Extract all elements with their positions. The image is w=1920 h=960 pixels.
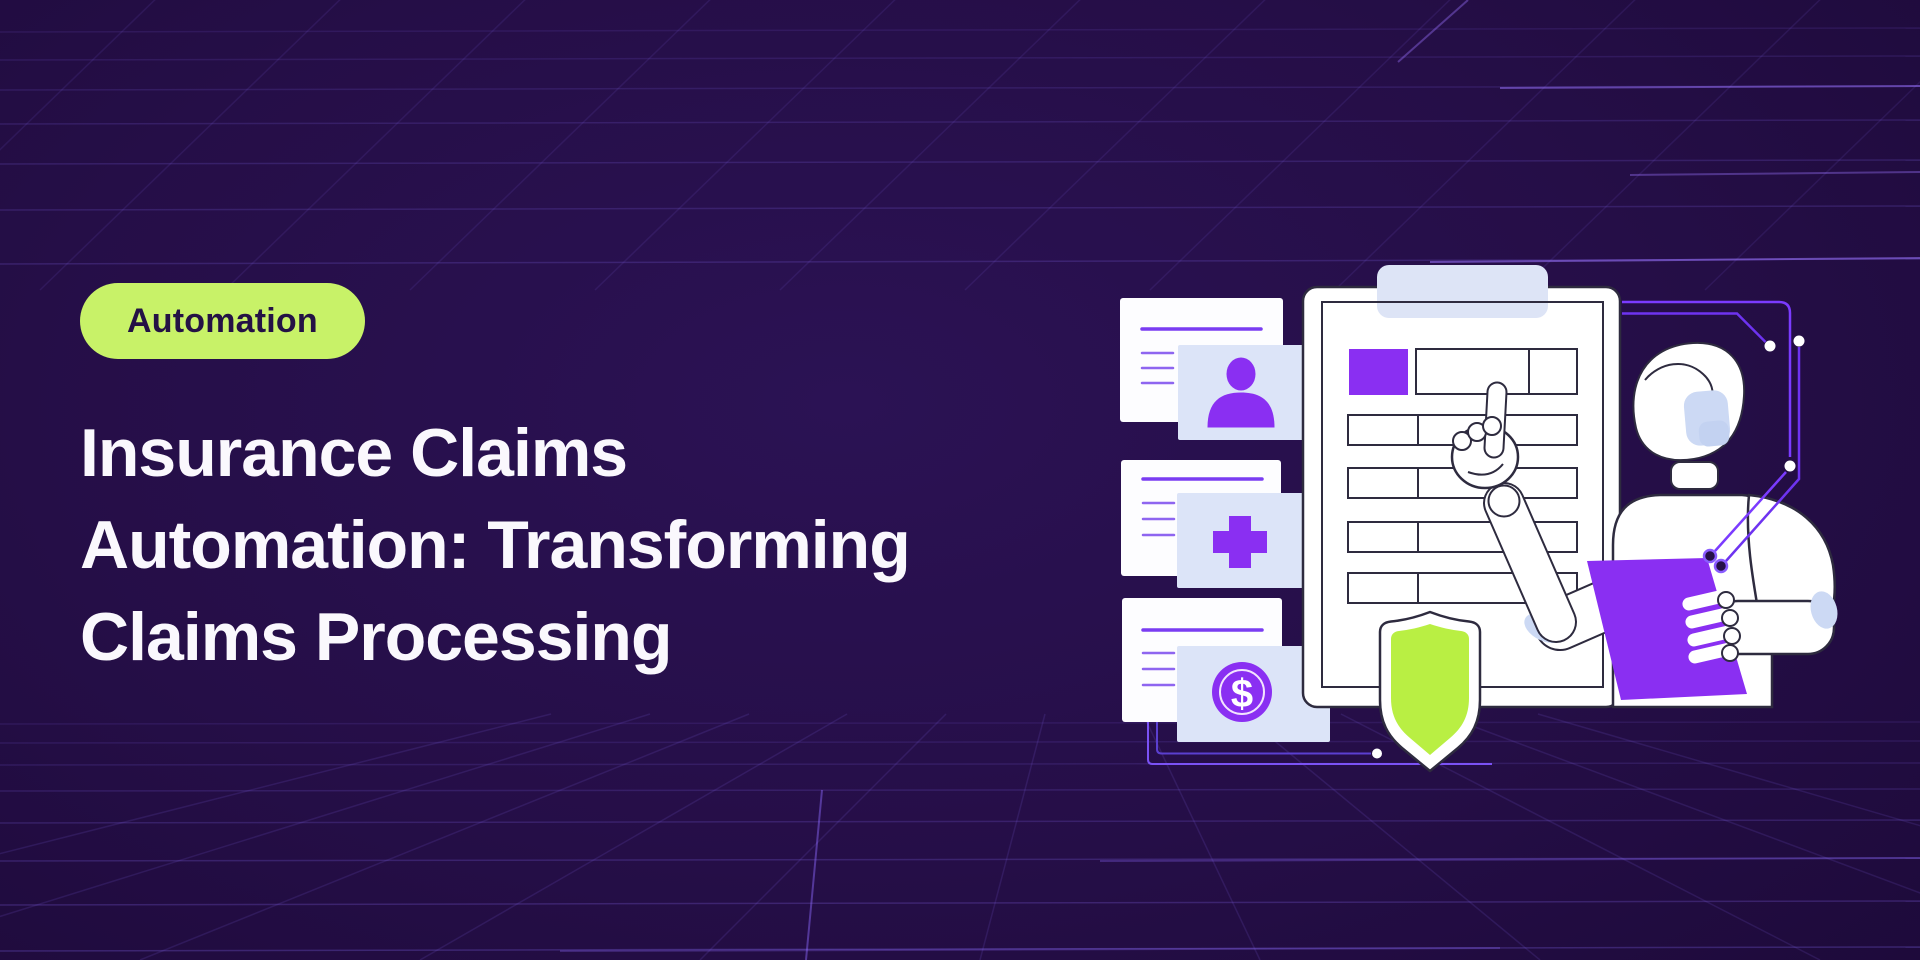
circuit-lines — [1622, 300, 1805, 574]
robot-figure — [1534, 341, 1838, 709]
card-connector-lines — [1147, 720, 1492, 765]
elbow-shadow — [1810, 591, 1838, 629]
medical-record-card — [1121, 460, 1305, 588]
circuit-node — [1702, 548, 1718, 564]
medical-plus-icon — [1213, 516, 1267, 568]
robot-pointing-hand — [1450, 381, 1577, 644]
page-title: Insurance Claims Automation: Transformin… — [80, 407, 1130, 683]
robot-head — [1632, 341, 1746, 462]
clipboard-clip — [1377, 265, 1548, 318]
circuit-node — [1713, 558, 1729, 574]
robot-neck — [1670, 461, 1719, 490]
document-cards: $ — [1120, 298, 1330, 742]
title-line-1: Insurance Claims — [80, 415, 628, 491]
checked-box — [1349, 349, 1408, 395]
category-badge: Automation — [80, 283, 365, 359]
circuit-dot — [1764, 340, 1776, 352]
user-icon — [1207, 357, 1275, 428]
customer-record-card — [1120, 298, 1305, 440]
circuit-dot — [1793, 335, 1805, 347]
circuit-dot — [1784, 460, 1796, 472]
dollar-coin-icon: $ — [1212, 662, 1272, 722]
hero-copy: Automation Insurance Claims Automation: … — [80, 283, 1130, 683]
dollar-symbol: $ — [1231, 672, 1253, 716]
connector-node-dot — [1372, 748, 1382, 759]
shield-icon — [1378, 610, 1482, 773]
payment-record-card: $ — [1122, 598, 1330, 742]
title-line-3: Claims Processing — [80, 599, 672, 675]
title-line-2: Automation: Transforming — [80, 507, 911, 583]
